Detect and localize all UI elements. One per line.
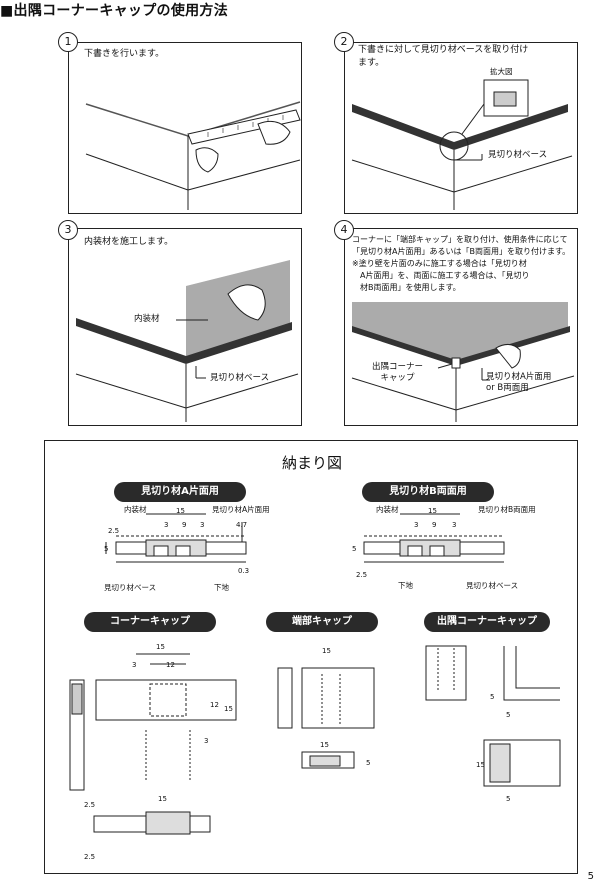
- step-3-illustration: [75, 260, 299, 422]
- step-2-part-label: 見切り材ベース: [488, 150, 548, 160]
- section-a-interior-label: 内装材: [124, 505, 147, 514]
- section-a-dim-9: 9: [182, 521, 187, 529]
- section-a-dim-3a: 3: [164, 521, 169, 529]
- outer-dim-5-b: 5: [506, 711, 511, 719]
- page-title: ■出隅コーナーキャップの使用方法: [0, 3, 229, 19]
- step-2-text: 下書きに対して見切り材ベースを取り付け ます。: [358, 45, 529, 68]
- section-b-part-label: 見切り材B両面用: [478, 505, 536, 514]
- end-cap-drawing: [277, 667, 375, 769]
- section-a-base-label: 見切り材ベース: [104, 583, 157, 592]
- section-a-dim-03: 0.3: [238, 567, 250, 575]
- step-2-number: 2: [334, 32, 354, 52]
- section-b-dim-15: 15: [428, 507, 437, 515]
- corner-dim-3-v: 3: [204, 737, 209, 745]
- corner-dim-25-bottom: 2.5: [84, 853, 96, 861]
- section-b-ground-label: 下地: [398, 581, 413, 590]
- corner-dim-15: 15: [156, 643, 165, 651]
- corner-dim-25-top: 2.5: [84, 801, 96, 809]
- section-b-dim-3a: 3: [414, 521, 419, 529]
- outer-dim-5-c: 5: [506, 795, 511, 803]
- drawing-section: [44, 440, 578, 874]
- step-4-cap-label: 出隅コーナー キャップ: [372, 362, 424, 383]
- step-1-text: 下書きを行います。: [84, 49, 165, 59]
- step-4-part-label: 見切り材A片面用 or B両面用: [486, 372, 552, 393]
- step-3-number: 3: [58, 220, 78, 240]
- end-dim-15: 15: [322, 647, 331, 655]
- outer-dim-5-a: 5: [490, 693, 495, 701]
- step-3-interior-label: 内装材: [134, 314, 160, 324]
- outer-dim-15: 15: [476, 761, 485, 769]
- corner-cap-drawing: [69, 653, 237, 835]
- pill-corner-cap: コーナーキャップ: [84, 612, 216, 632]
- section-a-dim-47: 4.7: [236, 521, 248, 529]
- step-3-part-label: 見切り材ベース: [210, 373, 270, 383]
- zoom-label: 拡大図: [490, 67, 513, 76]
- section-a-dim-25: 2.5: [108, 527, 120, 535]
- step-4-number: 4: [334, 220, 354, 240]
- pill-end-cap: 端部キャップ: [266, 612, 378, 632]
- section-a-part-label: 見切り材A片面用: [212, 505, 270, 514]
- section-b-dim-25: 2.5: [356, 571, 368, 579]
- corner-dim-15-b: 15: [158, 795, 167, 803]
- corner-dim-12: 12: [166, 661, 175, 669]
- page-number: 5: [587, 871, 594, 882]
- section-b-dim-3b: 3: [452, 521, 457, 529]
- step-4-text: コーナーに「端部キャップ」を取り付け、使用条件に応じて 「見切り材A片面用」ある…: [352, 235, 571, 292]
- pill-part-b: 見切り材B両面用: [362, 482, 494, 502]
- step-1-illustration: [85, 101, 301, 210]
- section-a-ground-label: 下地: [214, 583, 229, 592]
- pill-outer-corner-cap: 出隅コーナーキャップ: [424, 612, 550, 632]
- step-4-illustration: [351, 302, 575, 422]
- step-1-number: 1: [58, 32, 78, 52]
- section-b-base-label: 見切り材ベース: [466, 581, 519, 590]
- corner-dim-15-v: 15: [224, 705, 233, 713]
- step-3-text: 内装材を施工します。: [84, 237, 174, 247]
- section-b-drawing: [363, 513, 505, 563]
- section-a-dim-3b: 3: [200, 521, 205, 529]
- end-dim-5: 5: [366, 759, 371, 767]
- end-dim-15-lower: 15: [320, 741, 329, 749]
- corner-dim-12-v: 12: [210, 701, 219, 709]
- section-b-dim-5: 5: [352, 545, 357, 553]
- section-b-dim-9: 9: [432, 521, 437, 529]
- corner-dim-3: 3: [132, 661, 137, 669]
- step-2-panel: [344, 42, 578, 214]
- step-2-illustration: [351, 79, 573, 210]
- section-a-dim-5: 5: [104, 545, 109, 553]
- pill-part-a: 見切り材A片面用: [114, 482, 246, 502]
- section-a-dim-15: 15: [176, 507, 185, 515]
- section-a-drawing: [105, 513, 247, 563]
- section-b-interior-label: 内装材: [376, 505, 399, 514]
- outer-corner-cap-drawing: [425, 645, 561, 787]
- section-title: 納まり図: [282, 454, 343, 472]
